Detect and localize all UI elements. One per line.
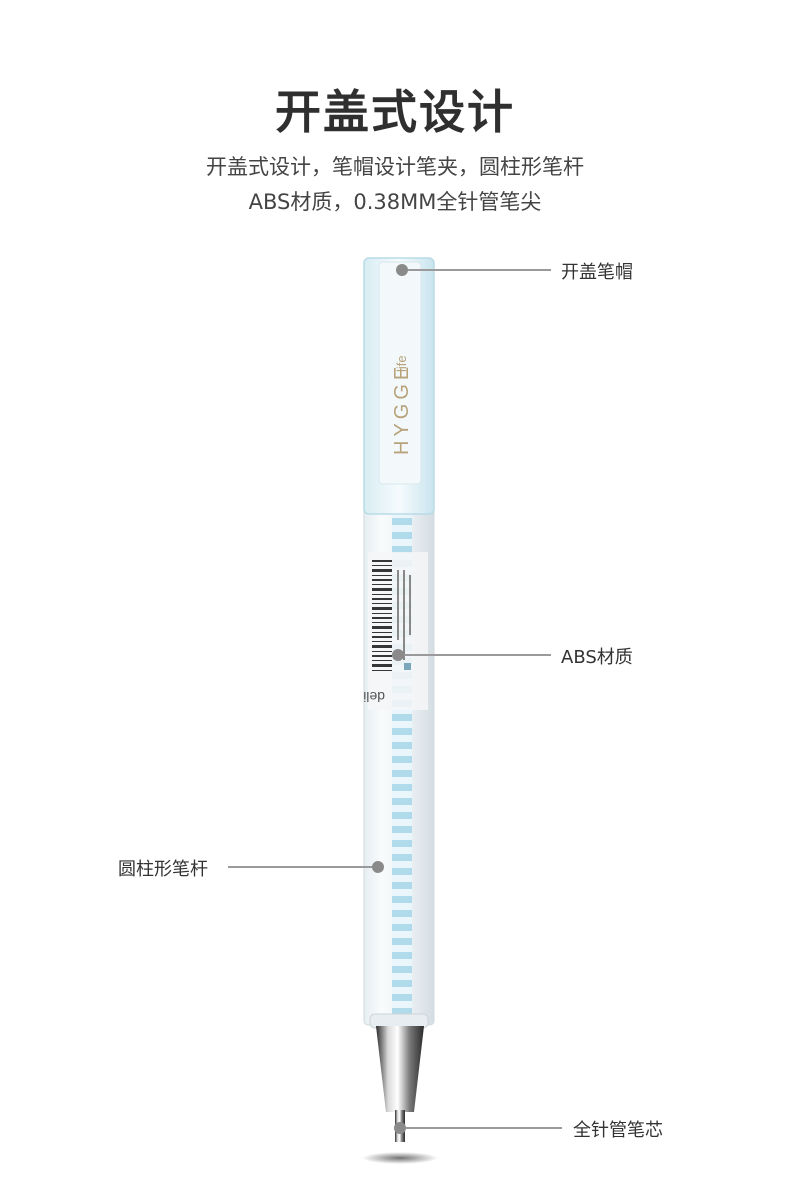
callout-line-cap bbox=[408, 269, 551, 271]
callout-label-barrel: 圆柱形笔杆 bbox=[118, 859, 208, 880]
callout-line-material bbox=[404, 654, 551, 656]
subtitle-line-2: ABS材质，0.38MM全针管笔尖 bbox=[248, 190, 542, 214]
pen-tip-cone bbox=[376, 1026, 424, 1112]
pen-grip-ring bbox=[369, 1013, 429, 1029]
barrel-brand-text: deli bbox=[363, 689, 385, 705]
barcode bbox=[372, 560, 392, 671]
label-print bbox=[397, 570, 411, 670]
callout-dot-material bbox=[392, 649, 404, 661]
pen-shadow bbox=[362, 1152, 438, 1164]
callout-label-cap: 开盖笔帽 bbox=[561, 262, 633, 283]
callout-dot-cap bbox=[396, 264, 408, 276]
callout-dot-barrel bbox=[372, 861, 384, 873]
pen-clip bbox=[378, 261, 422, 485]
callout-line-refill bbox=[406, 1127, 562, 1129]
page-title: 开盖式设计 bbox=[275, 85, 515, 139]
callout-label-refill: 全针管笔芯 bbox=[573, 1120, 663, 1141]
callout-label-material: ABS材质 bbox=[561, 647, 633, 668]
callout-line-barrel bbox=[228, 866, 374, 868]
subtitle-line-1: 开盖式设计，笔帽设计笔夹，圆柱形笔杆 bbox=[206, 155, 584, 179]
cap-brand-text: HYGGE bbox=[391, 363, 413, 455]
callout-dot-refill bbox=[394, 1122, 406, 1134]
cap-brand-suffix: life bbox=[394, 355, 409, 372]
